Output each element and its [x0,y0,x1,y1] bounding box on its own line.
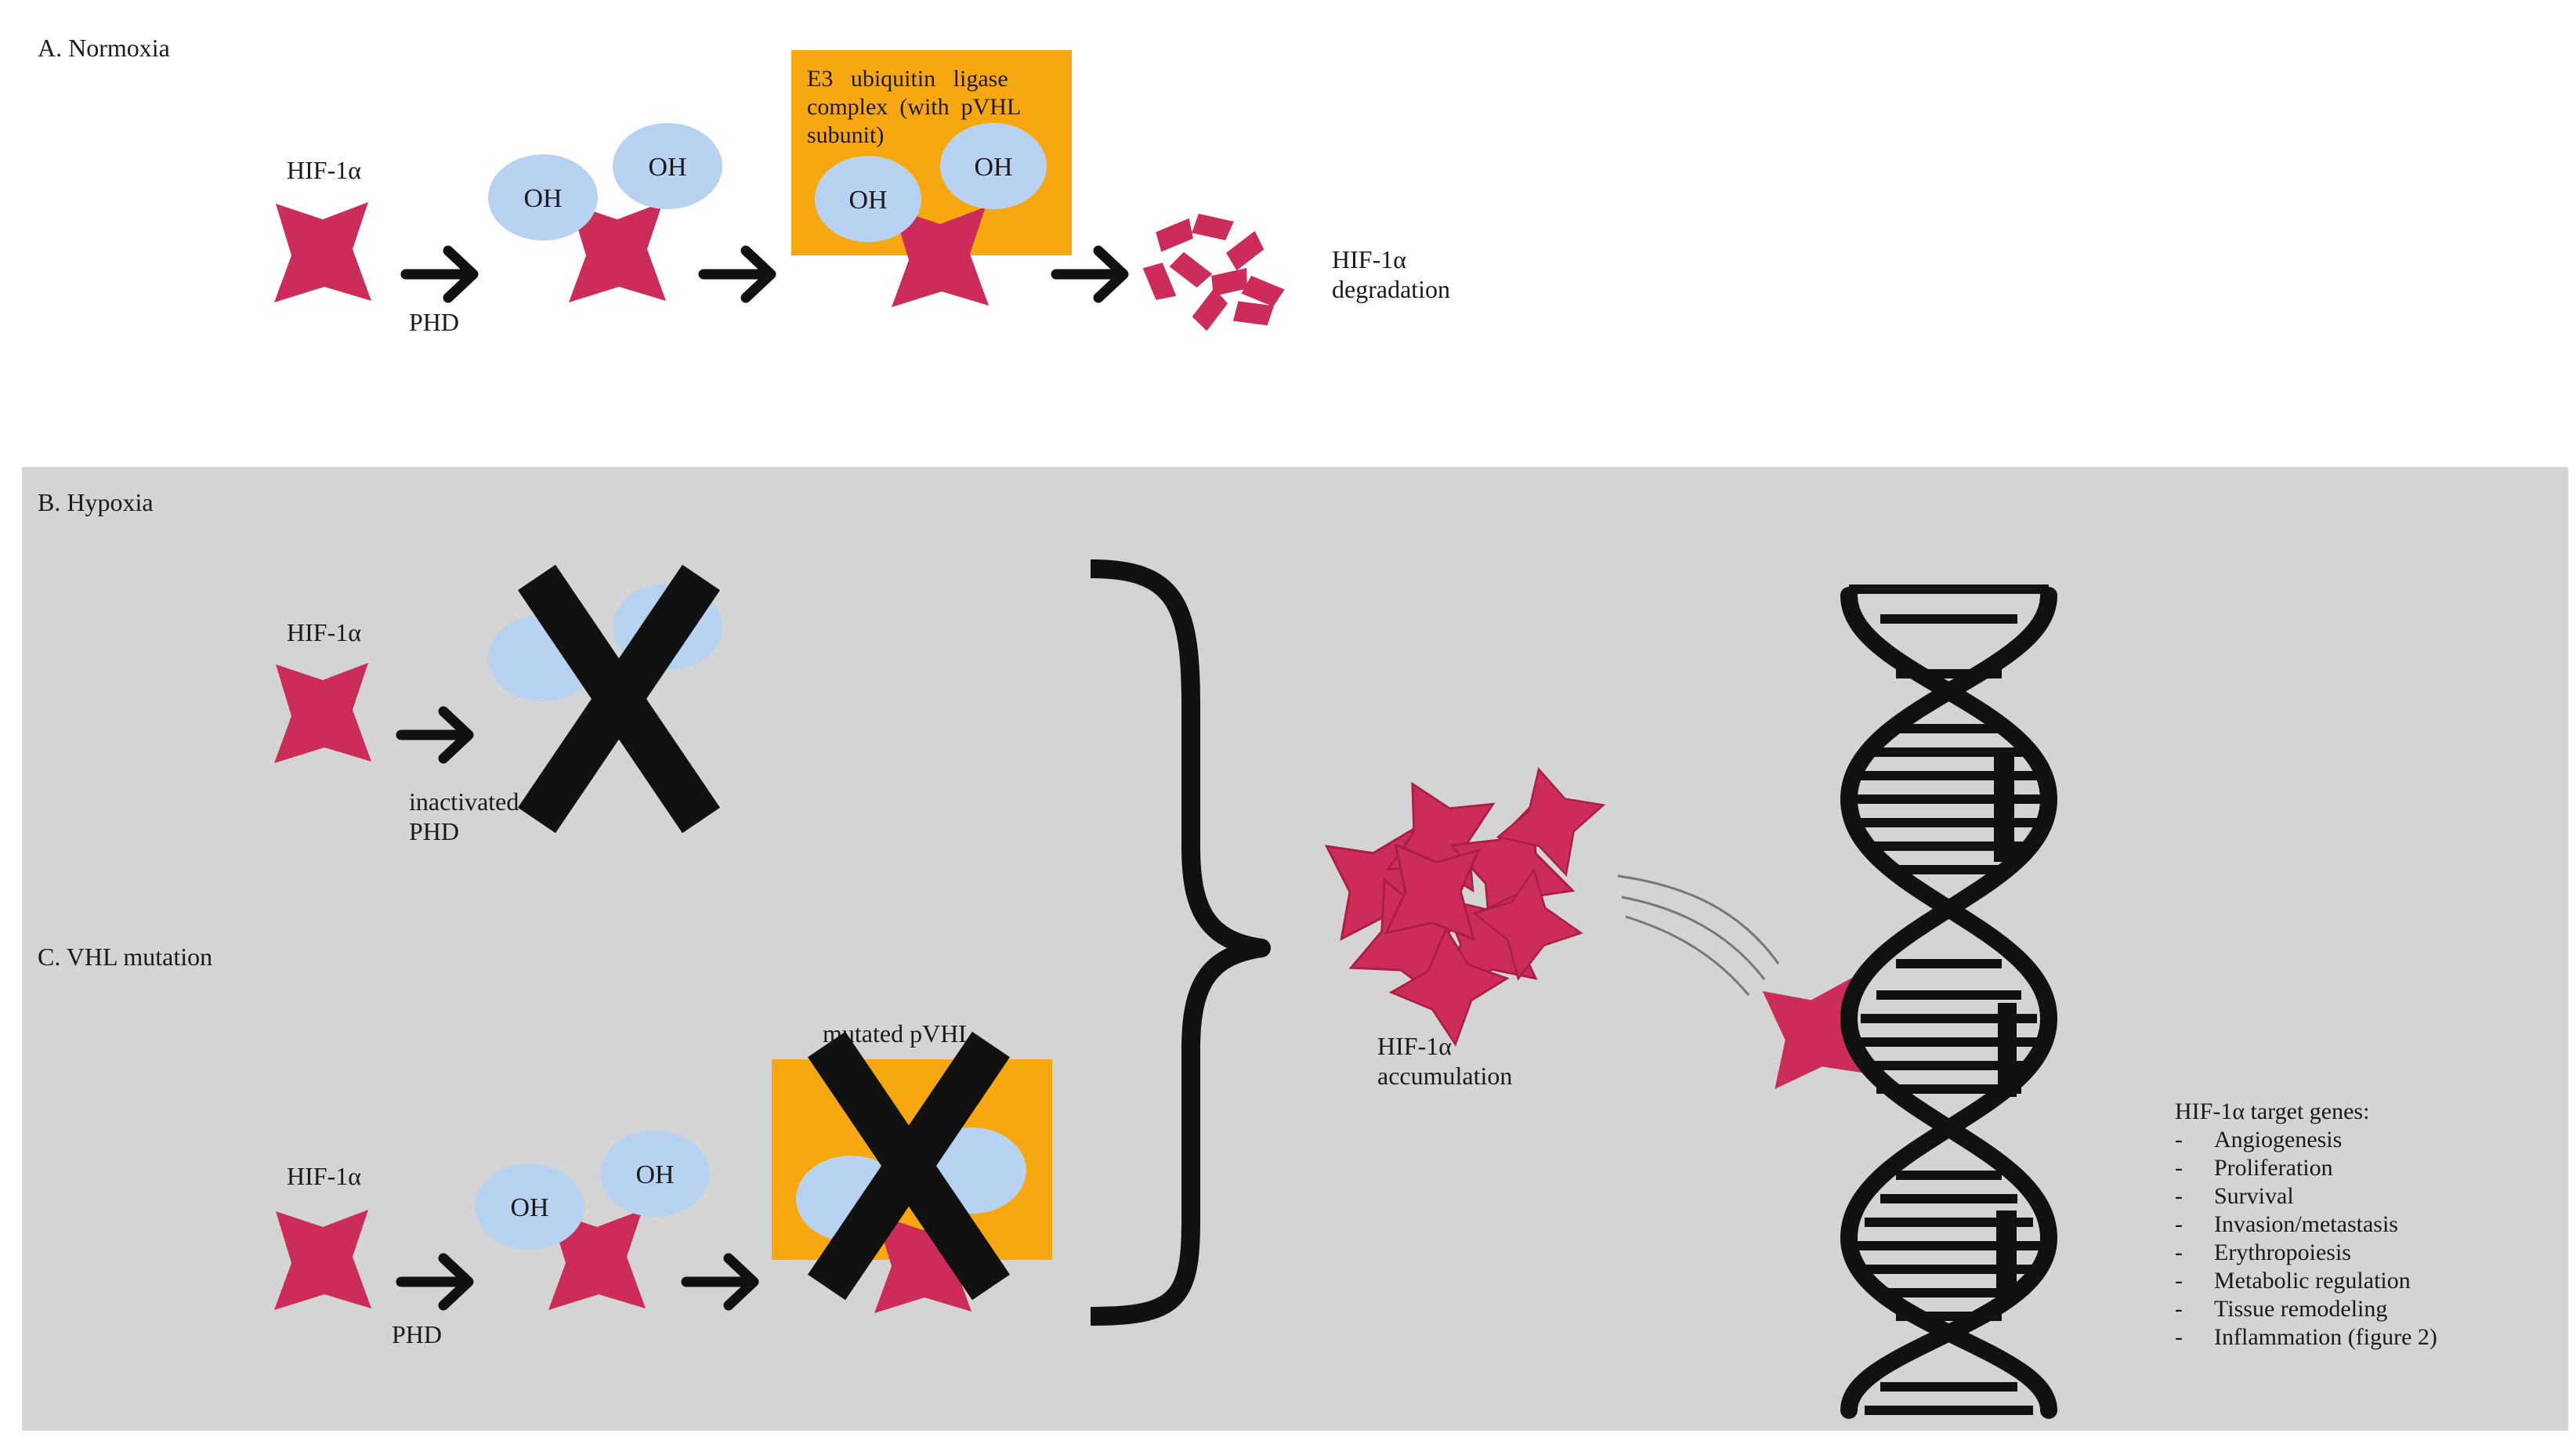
degradation-line1: HIF-1α [1332,245,1406,273]
target-gene-item: Invasion/metastasis [2214,1211,2398,1237]
panel-c-title: C. VHL mutation [38,943,212,971]
panel-normoxia: A. Normoxia HIF-1α PHD OH OH E3 ubiquiti… [38,34,1450,336]
hif-label-a: HIF-1α [287,156,361,184]
oh-text-a3: OH [848,186,887,215]
target-gene-dash: - [2175,1183,2183,1209]
inactivated-phd-complex [488,577,722,820]
target-genes-list: HIF-1α target genes: - Angiogenesis - Pr… [2175,1098,2437,1350]
ligase-text-line3: subunit) [807,122,884,148]
hydroxylated-hif-a: OH OH [488,123,722,302]
arrow-a2 [704,251,771,298]
phd-label-c: PHD [392,1320,442,1348]
oh-text-c2: OH [635,1160,674,1189]
oh-bubble-a4 [940,123,1047,209]
hif-label-b: HIF-1α [287,618,361,646]
hif-protein-a1 [274,202,371,302]
panel-a-title: A. Normoxia [38,34,170,62]
accumulation-line2: accumulation [1377,1062,1512,1090]
oh-text-c1: OH [510,1193,548,1222]
oh-bubble-c1 [475,1164,584,1250]
target-gene-dash: - [2175,1240,2183,1265]
e3-ligase-complex: E3 ubiquitin ligase complex (with pVHL s… [791,50,1072,307]
dna-helix-icon [1840,584,2058,1419]
inactivated-line1: inactivated [409,787,519,816]
target-gene-dash: - [2175,1268,2183,1294]
oh-bubble-c2 [600,1131,710,1217]
target-gene-item: Proliferation [2214,1155,2333,1181]
motion-lines [1617,874,1780,996]
oh-bubble-a3 [815,156,921,242]
hif-label-c: HIF-1α [287,1162,361,1190]
hydroxylated-hif-c: OH OH [475,1131,710,1310]
mutated-pvhl-complex [772,1044,1052,1313]
target-gene-item: Angiogenesis [2214,1127,2342,1153]
ligase-text-line2: complex (with pVHL [807,94,1021,120]
target-gene-item: Tissue remodeling [2214,1296,2387,1322]
inactivated-line2: PHD [409,817,459,845]
target-gene-item: Inflammation (figure 2) [2214,1324,2437,1350]
panel-b-title: B. Hypoxia [38,488,154,516]
arrow-a3 [1056,251,1123,298]
target-gene-item: Erythropoiesis [2214,1240,2351,1265]
accumulation-line1: HIF-1α [1377,1032,1452,1060]
oh-bubble-a1 [488,154,598,241]
hypoxia-background [22,467,2568,1431]
oh-text-a1: OH [523,184,562,213]
target-gene-dash: - [2175,1155,2183,1181]
panel-hypoxia: B. Hypoxia HIF-1α inactivated PHD [38,488,722,845]
panel-vhl-mutation: C. VHL mutation HIF-1α PHD OH OH mutated… [38,943,1052,1348]
target-genes-items: - Angiogenesis - Proliferation - Surviva… [2175,1127,2437,1350]
ligase-text-line1: E3 ubiquitin ligase [807,66,1008,92]
oh-bubble-a2 [613,123,722,209]
degradation-line2: degradation [1332,275,1450,303]
oh-text-a4: OH [974,153,1012,182]
target-genes-heading: HIF-1α target genes: [2175,1098,2369,1124]
phd-label-a: PHD [409,308,459,336]
hif-fragments [1142,212,1285,331]
target-gene-item: Metabolic regulation [2214,1268,2411,1294]
merge-brace [1090,559,1271,1326]
target-gene-item: Survival [2214,1183,2294,1209]
target-gene-dash: - [2175,1324,2183,1350]
target-gene-dash: - [2175,1127,2183,1153]
arrow-a1 [406,251,473,298]
target-gene-dash: - [2175,1296,2183,1322]
oh-text-a2: OH [648,153,686,182]
target-gene-dash: - [2175,1211,2183,1237]
